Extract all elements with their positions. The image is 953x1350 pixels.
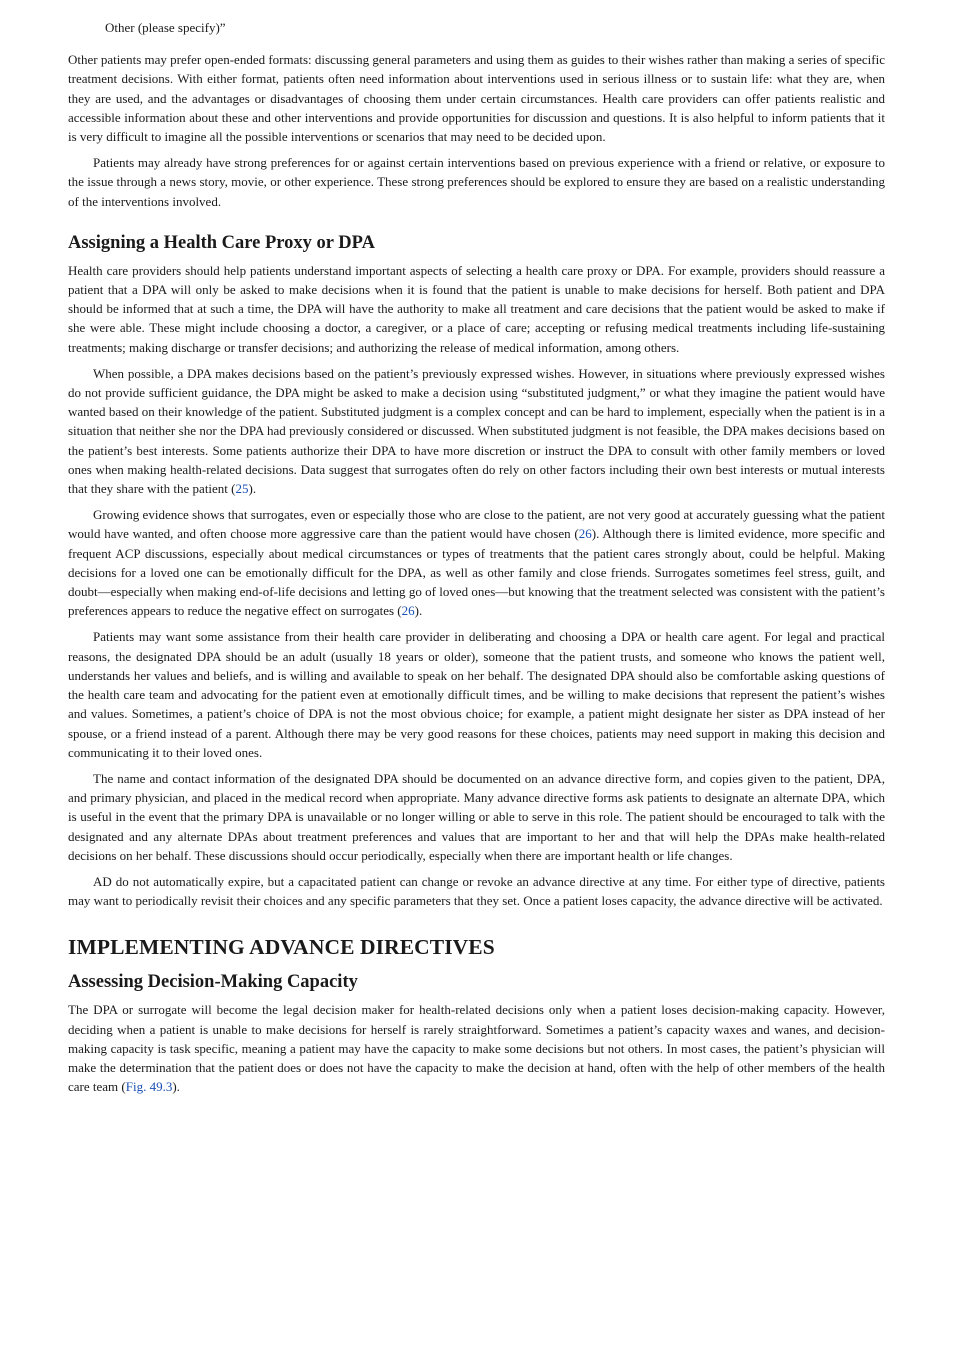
intro-paragraph-1: Other patients may prefer open-ended for… bbox=[68, 52, 885, 145]
reference-link-26[interactable]: 26 bbox=[578, 526, 592, 542]
proxy-paragraph-3: Growing evidence shows that surrogates, … bbox=[68, 505, 885, 620]
proxy-paragraph-1: Health care providers should help patien… bbox=[68, 262, 885, 355]
section-heading-capacity: Assessing Decision-Making Capacity bbox=[68, 972, 358, 993]
reference-link-25[interactable]: 25 bbox=[235, 481, 249, 497]
chapter-heading-implementing: IMPLEMENTING ADVANCE DIRECTIVES bbox=[68, 935, 495, 960]
proxy-paragraph-4: Patients may want some assistance from t… bbox=[68, 629, 885, 760]
paragraph-text: The DPA or surrogate will become the leg… bbox=[68, 1002, 885, 1095]
paragraph-text-end: ). bbox=[172, 1079, 180, 1095]
figure-link-49-3[interactable]: Fig. 49.3 bbox=[125, 1079, 173, 1095]
proxy-paragraph-5: The name and contact information of the … bbox=[68, 770, 885, 863]
paragraph-text: When possible, a DPA makes decisions bas… bbox=[68, 365, 885, 497]
reference-link-26[interactable]: 26 bbox=[401, 603, 415, 619]
paragraph-text-end: ). bbox=[248, 481, 257, 497]
paragraph-text-end: ). bbox=[414, 603, 423, 619]
capacity-paragraph-1: The DPA or surrogate will become the leg… bbox=[68, 1000, 885, 1096]
proxy-paragraph-6: AD do not automatically expire, but a ca… bbox=[68, 873, 885, 909]
paragraph-text: ). Although there is limited evidence, m… bbox=[68, 526, 885, 619]
intro-paragraph-2: Patients may already have strong prefere… bbox=[68, 155, 885, 209]
list-fragment: Other (please specify)” bbox=[105, 20, 226, 35]
section-heading-proxy: Assigning a Health Care Proxy or DPA bbox=[68, 232, 375, 253]
paragraph-text: Growing evidence shows that surrogates, … bbox=[68, 507, 885, 542]
proxy-paragraph-2: When possible, a DPA makes decisions bas… bbox=[68, 364, 885, 498]
document-page: Other (please specify)” Other patients m… bbox=[68, 18, 885, 1103]
